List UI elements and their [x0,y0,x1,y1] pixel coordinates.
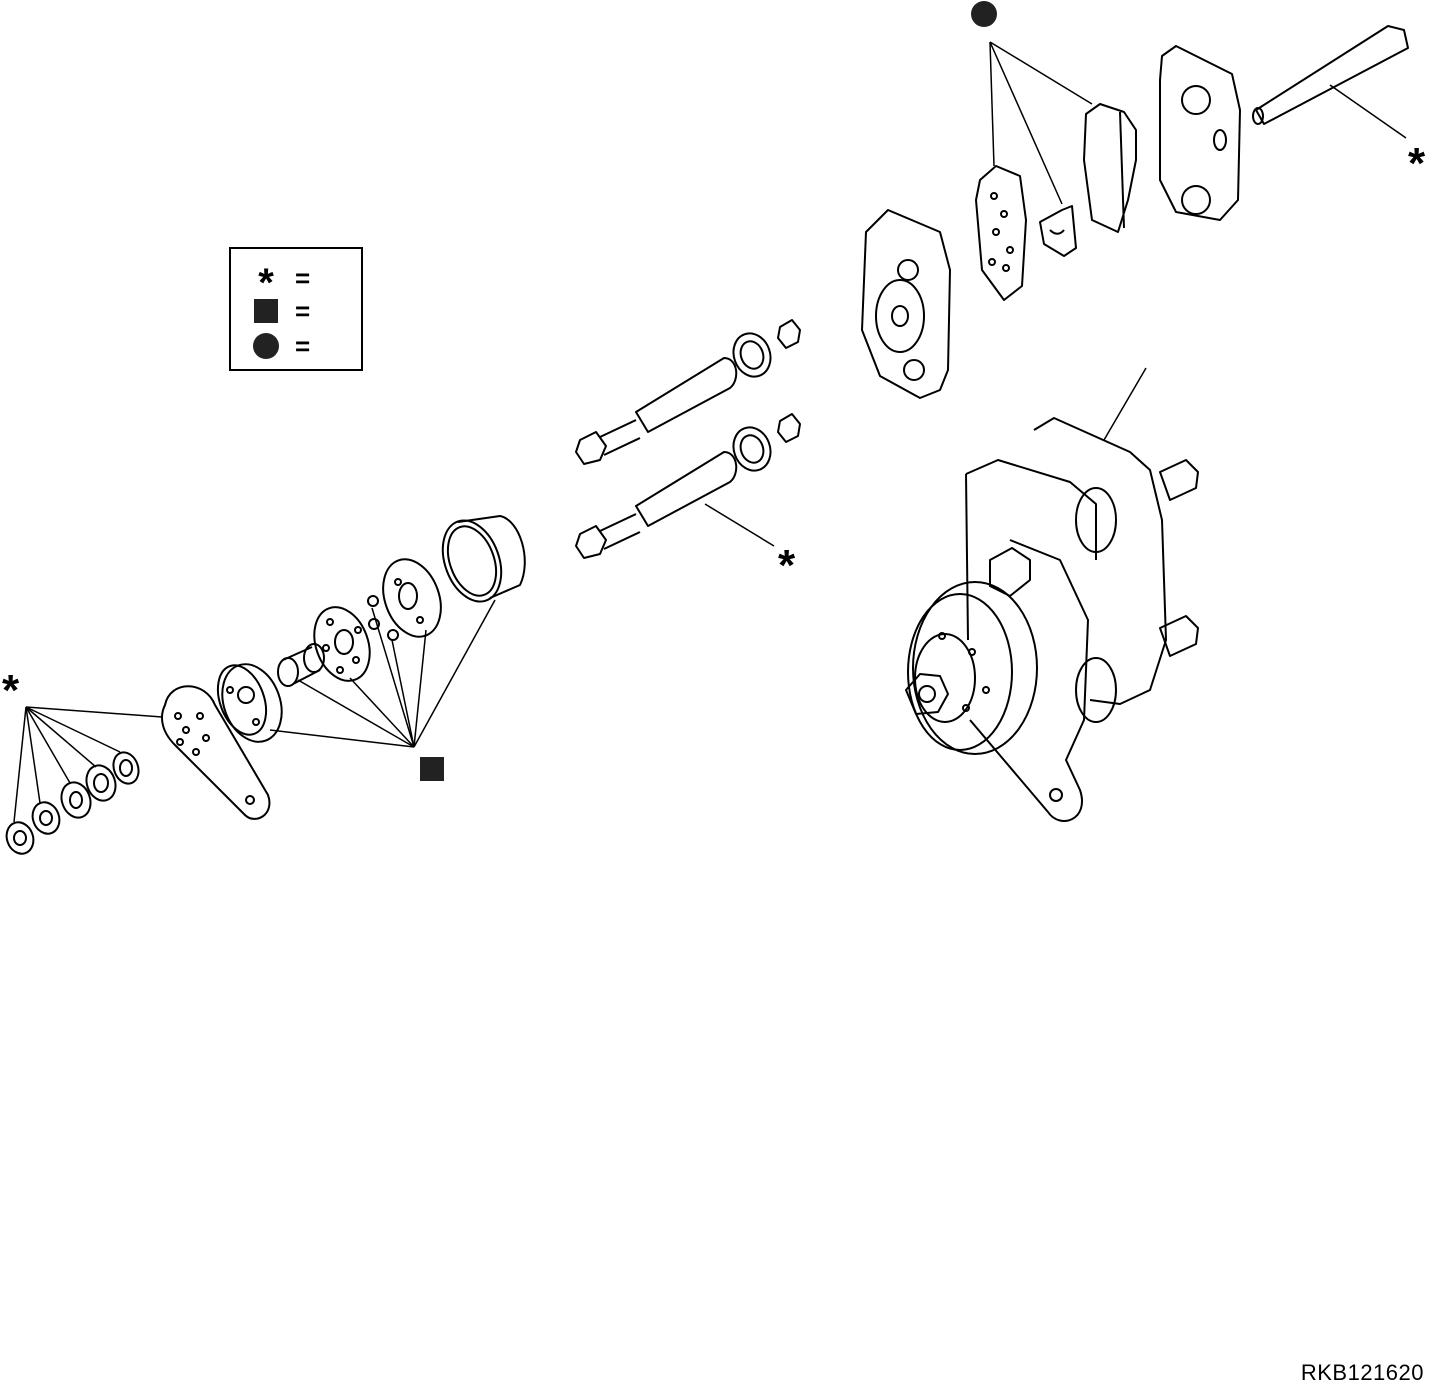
brake-pad-outer [1083,103,1137,233]
star-leader-lines-left [13,706,163,823]
cam-disc [216,663,283,743]
guide-pin [1252,25,1409,139]
star-symbol: * [258,261,274,305]
star-marker-bolts: * [778,541,796,590]
legend-equals: = [295,296,311,326]
dot-leader-lines [989,41,1093,205]
bolt-star-leader [704,503,775,547]
dot-marker [971,1,997,27]
circle-symbol [251,331,281,361]
caliper-half-inner [861,209,951,399]
legend-equals: = [295,263,311,293]
cam-plate [382,558,442,638]
sleeve [277,643,325,687]
spring-clip [1039,205,1077,257]
star-marker-pin: * [1408,139,1426,188]
star-marker-left: * [2,666,20,715]
square-marker [420,757,444,781]
symbol-legend: * = = = [229,247,363,371]
markers: * * * [2,1,1426,781]
lever-plate [161,685,271,820]
bolt-upper [575,319,801,465]
balls [367,595,399,641]
square-symbol [251,296,281,326]
square-leader-lines [269,599,496,748]
legend-row-square: = [251,296,310,326]
legend-row-circle: = [251,331,310,361]
caliper-half-outer [1159,45,1241,221]
bolt-lower [575,413,801,559]
bushing-ring [441,515,526,603]
nut-washer-stack [5,751,140,855]
brake-pad-inner [975,165,1027,301]
ball-retainer [313,606,371,682]
assembled-brake-unit [905,367,1199,822]
legend-equals: = [295,331,311,361]
reference-code: RKB121620 [1300,1360,1424,1385]
legend-row-star: * = [251,261,311,305]
